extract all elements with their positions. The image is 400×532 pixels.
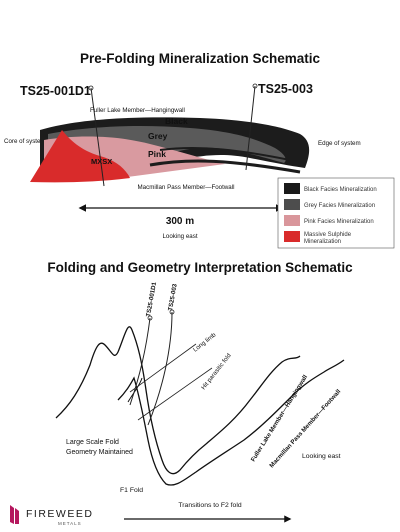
parasitic-fold-label: Hit parasitic fold bbox=[200, 352, 233, 391]
mineralization-wedge bbox=[30, 117, 310, 183]
black-streak bbox=[149, 159, 301, 174]
legend-swatch-massive-sulphide bbox=[284, 231, 300, 242]
drillhole-ts25-003 bbox=[245, 85, 256, 171]
well-b-label: TS25-003 bbox=[167, 283, 179, 312]
legend-label-pink: Pink Facies Mineralization bbox=[304, 219, 374, 225]
parasitic-fold-leader bbox=[137, 367, 213, 421]
massive-sulphide-zone bbox=[30, 130, 130, 183]
f1-fold-label: F1 Fold bbox=[120, 487, 143, 494]
long-limb-leader bbox=[129, 343, 197, 393]
fold-profile-line-lower bbox=[117, 359, 345, 486]
bottom-title: Folding and Geometry Interpretation Sche… bbox=[47, 260, 353, 275]
legend-swatch-grey bbox=[284, 199, 300, 210]
collar-marker bbox=[252, 83, 258, 89]
hangingwall-bottom-label: Fuller Lake Member—Hangingwall bbox=[250, 374, 309, 463]
logo-name: FIREWEED bbox=[26, 508, 93, 520]
looking-east-top: Looking east bbox=[162, 233, 197, 240]
band-pink-label: Pink bbox=[148, 149, 166, 159]
band-black-label: Black bbox=[165, 116, 188, 126]
collar-marker bbox=[147, 315, 153, 321]
collar-marker bbox=[88, 85, 94, 91]
legend-swatch-pink bbox=[284, 215, 300, 226]
large-fold-label-1: Large Scale Fold bbox=[66, 439, 119, 446]
scale-label: 300 m bbox=[166, 216, 194, 227]
logo-mark bbox=[15, 508, 19, 524]
legend-label-black: Black Facies Mineralization bbox=[304, 187, 377, 193]
top-title: Pre-Folding Mineralization Schematic bbox=[80, 51, 321, 66]
drillhole-ts25-001d1-bottom bbox=[129, 317, 151, 406]
well-left-label: TS25-001D1 bbox=[20, 84, 91, 98]
logo-sub: METALS bbox=[58, 521, 82, 526]
long-limb-label: Long limb bbox=[192, 331, 218, 353]
band-grey-label: Grey bbox=[148, 131, 168, 141]
logo-mark bbox=[10, 505, 14, 524]
fold-profile-line bbox=[55, 326, 301, 475]
edge-of-system-label: Edge of system bbox=[318, 140, 361, 147]
band-mxsx-label: MXSX bbox=[91, 157, 112, 166]
hangingwall-label: Fuller Lake Member—Hangingwall bbox=[90, 107, 185, 114]
well-a-label: TS25-001D1 bbox=[145, 281, 158, 317]
transition-label: Transitions to F2 fold bbox=[178, 502, 241, 509]
collar-marker bbox=[169, 309, 175, 315]
drillhole-ts25-003-bottom bbox=[147, 311, 173, 426]
legend-swatch-black bbox=[284, 183, 300, 194]
fold-inner-line bbox=[127, 377, 143, 403]
well-right-label: TS25-003 bbox=[258, 82, 313, 96]
drillhole-ts25-001d1 bbox=[90, 87, 105, 187]
looking-east-bottom: Looking east bbox=[302, 453, 341, 460]
fireweed-logo: FIREWEED METALS bbox=[10, 505, 93, 526]
black-streak bbox=[159, 147, 291, 161]
footwall-label: Macmillan Pass Member—Footwall bbox=[138, 184, 235, 191]
large-fold-label-2: Geometry Maintained bbox=[66, 449, 133, 456]
core-of-system-label: Core of system bbox=[4, 138, 46, 145]
legend-label-grey: Grey Facies Mineralization bbox=[304, 203, 375, 209]
legend: Black Facies Mineralization Grey Facies … bbox=[277, 177, 395, 249]
